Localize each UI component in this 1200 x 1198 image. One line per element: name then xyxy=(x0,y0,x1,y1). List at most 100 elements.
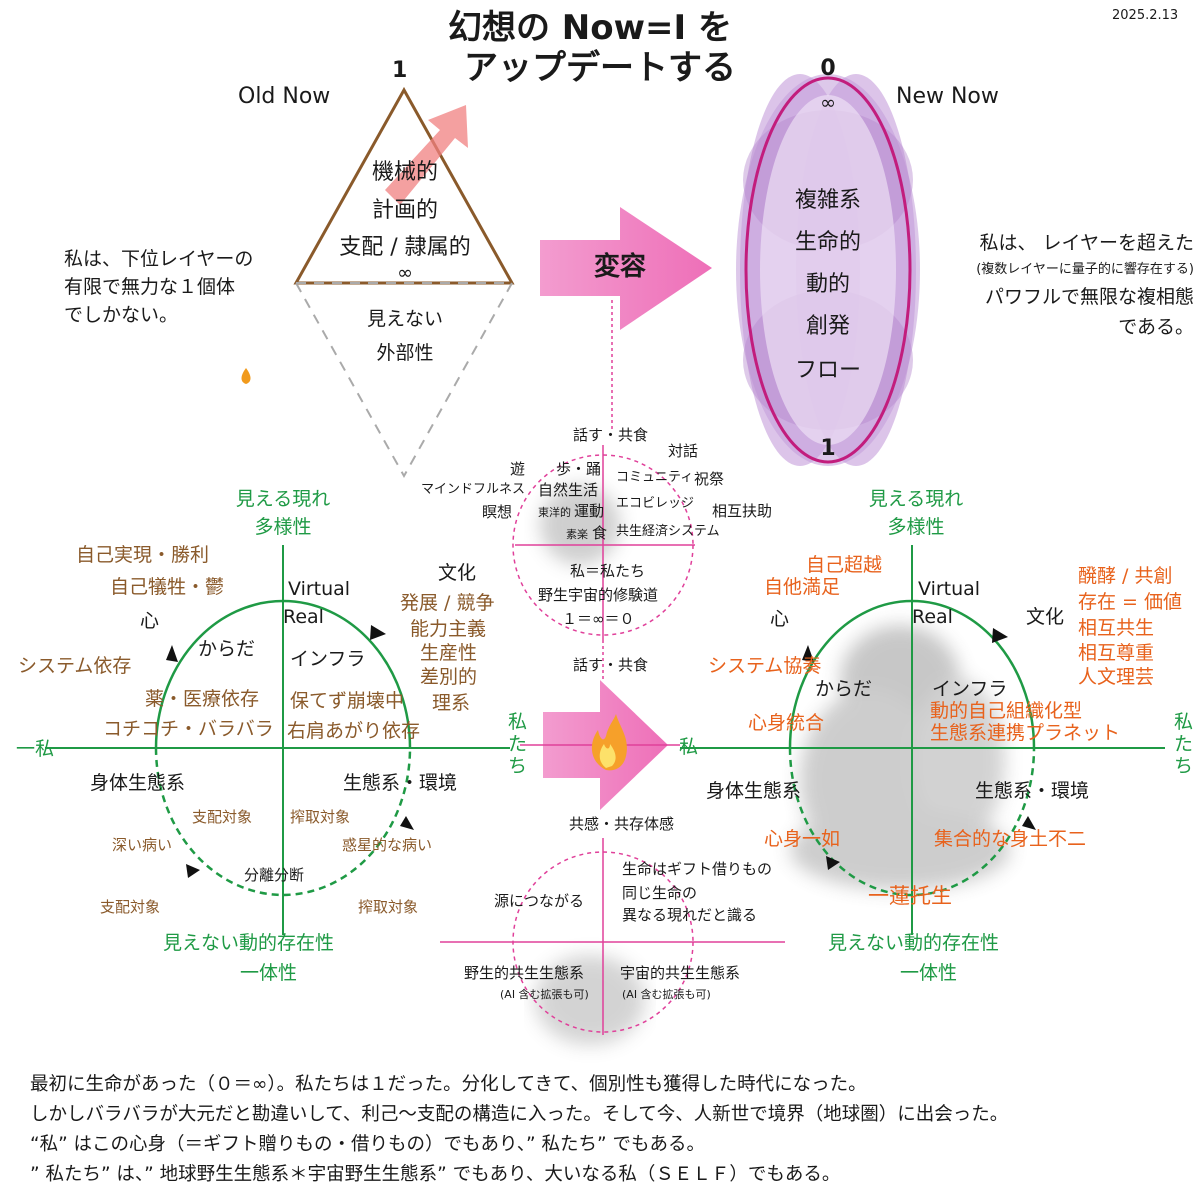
new-now-top-number: 0 xyxy=(820,56,836,81)
left-deep-illness: 深い病い xyxy=(112,836,173,854)
old-now-label: Old Now xyxy=(238,84,331,109)
right-existence-value: 存在 = 価値 xyxy=(1078,591,1182,613)
right-eco-env: 生態系・環境 xyxy=(975,780,1090,802)
center-top-wild-practice: 野生宇宙的修験道 xyxy=(538,586,659,604)
center-top-dialogue: 対話 xyxy=(668,442,699,460)
transform-label: 変容 xyxy=(593,252,646,282)
right-axis-us: 私たち xyxy=(1174,711,1194,777)
left-body-eco: 身体生態系 xyxy=(90,772,186,794)
right-humanities: 人文理芸 xyxy=(1078,666,1155,688)
left-system-dependency: システム依存 xyxy=(18,655,132,677)
center-top-exercise: 運動 xyxy=(574,502,605,520)
left-discrimination: 差別的 xyxy=(420,666,478,688)
old-now-triangle xyxy=(293,86,515,479)
left-invisible-dynamic: 見えない動的存在性 xyxy=(163,932,335,954)
right-virtual: Virtual xyxy=(918,578,981,600)
left-medicine: 薬・医療依存 xyxy=(145,688,260,710)
left-science: 理系 xyxy=(432,692,471,714)
footer-line-4: ” 私たち” は、” 地球野生生態系＊宇宙野生生態系” でもあり、大いなる私（Ｓ… xyxy=(30,1164,841,1185)
right-mind-body: 心身統合 xyxy=(748,712,825,734)
right-quadrant-diagram xyxy=(680,545,1165,935)
center-top-community: コミュニティ xyxy=(616,470,694,485)
left-separation: 分離分断 xyxy=(244,866,305,884)
right-self-transcend: 自己超越 xyxy=(806,554,883,576)
left-virtual: Virtual xyxy=(288,578,351,600)
left-axis-me: 一私 xyxy=(16,738,55,760)
center-top-festival: 祝祭 xyxy=(694,470,725,488)
center-bottom-empathy: 共感・共存体感 xyxy=(569,815,675,833)
center-bottom-gift-2: 同じ生命の xyxy=(622,884,698,902)
center-bottom-gift-3: 異なる現れだと識る xyxy=(622,906,758,924)
right-oneness: 一体性 xyxy=(900,962,958,984)
left-exploit-target: 搾取対象 xyxy=(290,808,351,826)
left-quadrant-diagram xyxy=(45,545,510,935)
center-top-asobi: 遊 xyxy=(510,460,526,478)
flame-drop-icon xyxy=(241,368,251,384)
center-fire-arrow xyxy=(520,680,680,810)
right-lotus: 一蓮托生 xyxy=(868,884,952,908)
center-bottom-gift-1: 生命はギフト借りもの xyxy=(622,860,773,878)
center-top-economy: 共生経済システム xyxy=(616,524,720,539)
right-eco-planet: 生態系連携プラネット xyxy=(930,722,1121,744)
old-now-note-1: 私は、下位レイヤーの xyxy=(64,248,254,270)
right-mutual-satisfy: 自他満足 xyxy=(764,576,841,598)
left-real: Real xyxy=(283,606,324,628)
center-top-walk: 歩・踊 xyxy=(556,460,602,478)
left-self-sacrifice: 自己犠牲・鬱 xyxy=(110,576,225,598)
right-ferment: 醗酵 / 共創 xyxy=(1078,565,1173,587)
center-top-meditation: 瞑想 xyxy=(482,503,513,521)
right-karada: からだ xyxy=(815,678,873,700)
new-now-line-flow: フロー xyxy=(794,358,861,383)
right-kokoro: 心 xyxy=(770,608,790,630)
right-infra: インフラ xyxy=(932,678,1008,700)
left-planet-illness: 惑星的な病い xyxy=(342,836,433,854)
right-diversity: 多様性 xyxy=(887,516,945,538)
center-mid-talk-eat: 話す・共食 xyxy=(573,656,649,674)
center-top-nature-life: 自然生活 xyxy=(538,481,599,499)
right-self-organization: 動的自己組織化型 xyxy=(930,700,1083,722)
left-eco-env: 生態系・環境 xyxy=(343,772,458,794)
left-visible-appearance: 見える現れ xyxy=(235,488,331,510)
center-bottom-cosmic-eco: 宇宙的共生生態系 xyxy=(620,964,741,982)
center-top-talk-eat: 話す・共食 xyxy=(573,426,649,444)
transform-arrow xyxy=(540,207,712,330)
left-stiff: コチコチ・バラバラ xyxy=(103,718,274,740)
right-coexist: 相互共生 xyxy=(1078,617,1155,639)
center-bottom-diagram xyxy=(440,838,785,1035)
new-now-line-complex: 複雑系 xyxy=(794,188,861,213)
center-top-mutual-aid: 相互扶助 xyxy=(712,502,773,520)
old-now-note-2: 有限で無力な１個体 xyxy=(64,276,236,298)
center-top-eastern: 東洋的 xyxy=(538,506,571,519)
old-now-line-mechanical: 機械的 xyxy=(371,160,438,185)
right-respect: 相互尊重 xyxy=(1078,642,1155,664)
right-body-eco: 身体生態系 xyxy=(706,780,802,802)
center-bottom-connect: 源につながる xyxy=(494,892,585,910)
center-bottom-cosmic-eco-note: (AI 含む拡張も可) xyxy=(622,988,711,1001)
left-infra: インフラ xyxy=(290,648,366,670)
left-dominate-target: 支配対象 xyxy=(192,808,253,826)
left-right-shoulder: 右肩あがり依存 xyxy=(287,720,421,742)
upward-red-arrow xyxy=(385,105,468,205)
center-top-equation: １＝∞＝０ xyxy=(562,610,635,628)
left-self-realization: 自己実現・勝利 xyxy=(76,544,210,566)
new-now-line-life: 生命的 xyxy=(794,230,861,255)
left-dominate-target-2: 支配対象 xyxy=(100,898,161,916)
center-top-vegan: 素楽 xyxy=(566,528,588,541)
old-now-line-dominate: 支配 / 隷属的 xyxy=(339,235,471,260)
new-now-note-2: (複数レイヤーに量子的に響存在する) xyxy=(976,262,1194,277)
left-oneness: 一体性 xyxy=(240,962,298,984)
right-axis-me: 私 xyxy=(679,736,699,758)
old-now-note-3: でしかない。 xyxy=(64,304,179,326)
left-kokoro: 心 xyxy=(140,610,160,632)
right-bunka: 文化 xyxy=(1026,606,1065,628)
new-now-note-4: である。 xyxy=(1118,316,1194,338)
center-top-ecovillage: エコビレッジ xyxy=(616,496,695,511)
date-label: 2025.2.13 xyxy=(1112,8,1179,23)
old-now-hidden-2: 外部性 xyxy=(376,342,434,364)
left-exploit-target-2: 搾取対象 xyxy=(358,898,419,916)
title-line-1: 幻想の Now=I を xyxy=(447,8,733,48)
center-top-mindfulness: マインドフルネス xyxy=(421,482,526,497)
left-bunka: 文化 xyxy=(438,562,477,584)
new-now-bottom-number: 1 xyxy=(820,436,836,461)
